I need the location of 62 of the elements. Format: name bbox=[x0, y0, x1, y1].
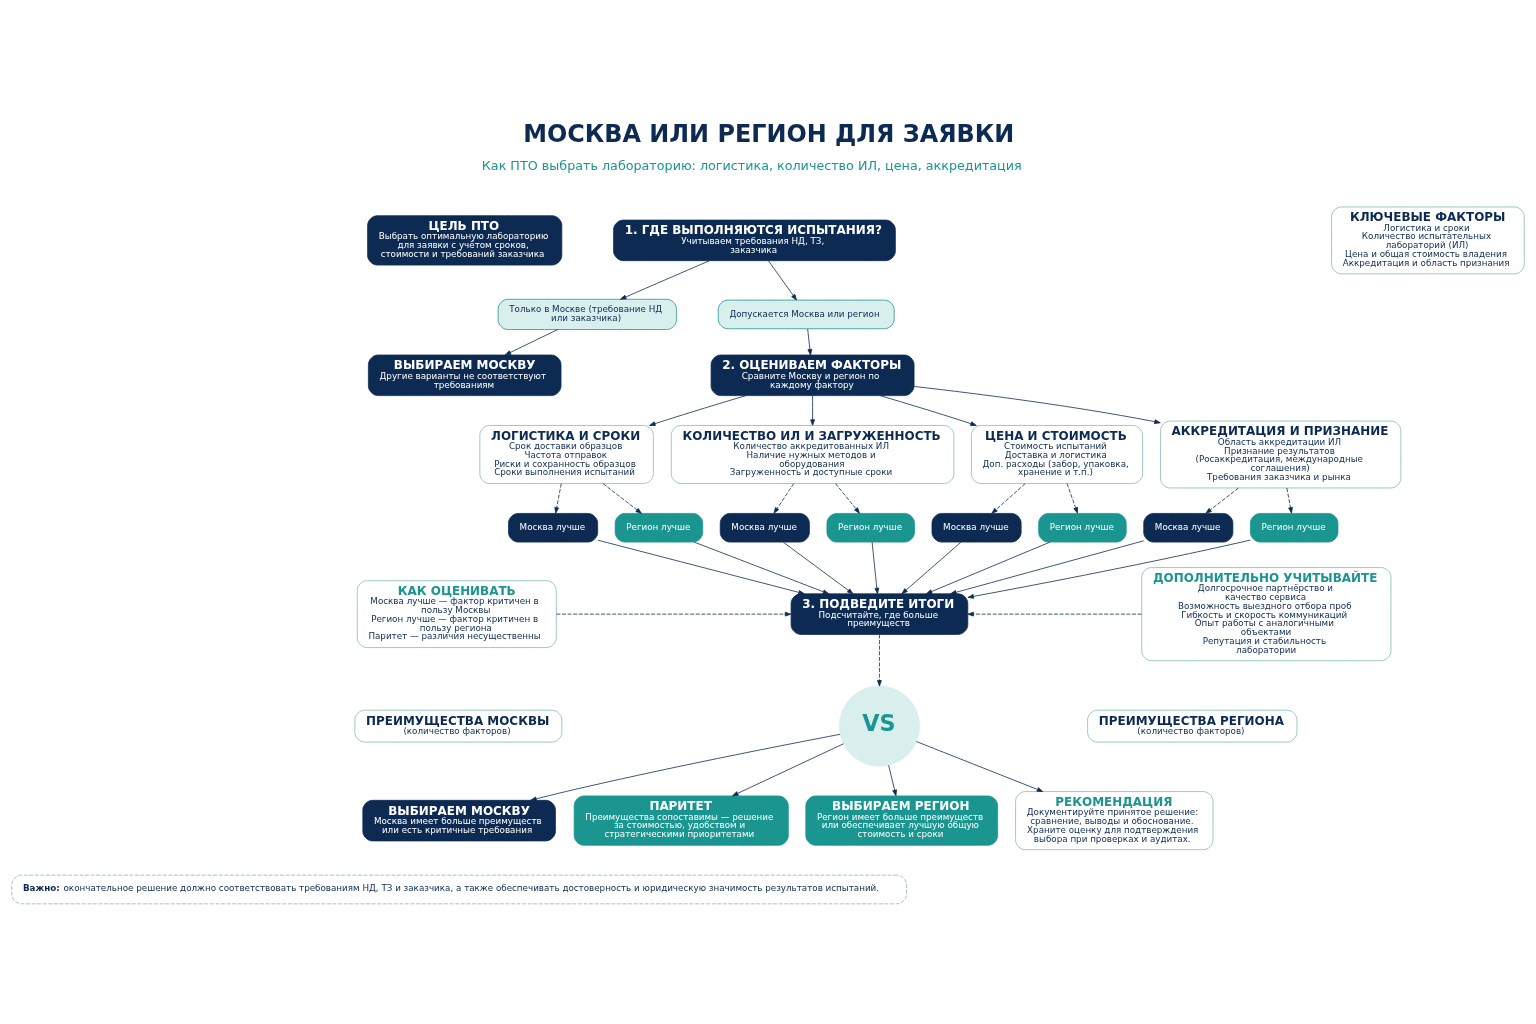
arrow bbox=[530, 733, 841, 802]
arrow bbox=[732, 743, 844, 797]
node-circle: VS bbox=[838, 685, 920, 767]
node-box: ВЫБИРАЕМ РЕГИОН Регион имеет больше преимуществ или обеспечивает лучшую общую стоимость и сроки bbox=[805, 795, 999, 846]
arrow bbox=[1205, 487, 1239, 514]
node-box: Москва лучше bbox=[719, 513, 810, 543]
arrow bbox=[913, 386, 1161, 424]
node-box: ВЫБИРАЕМ МОСКВУ Москва имеет больше преимуществ или есть критичные требования bbox=[362, 799, 556, 842]
node-box: Только в Москве (требование НД или заказчика) bbox=[497, 298, 677, 330]
node-box: 3. ПОДВЕДИТЕ ИТОГИ Подсчитайте, где больше преимуществ bbox=[790, 593, 969, 635]
arrow bbox=[693, 541, 830, 595]
node-box: 1. ГДЕ ВЫПОЛНЯЮТСЯ ИСПЫТАНИЯ? Учитываем требования НД, ТЗ, заказчика bbox=[613, 219, 896, 262]
node-box: Регион лучше bbox=[826, 513, 915, 543]
arrow bbox=[649, 395, 747, 426]
node-box: 2. ОЦЕНИВАЕМ ФАКТОРЫ Сравните Москву и регион по каждому фактору bbox=[710, 354, 915, 396]
node-box: Москва лучше bbox=[931, 513, 1022, 543]
arrow bbox=[879, 395, 977, 426]
arrow bbox=[602, 483, 642, 514]
arrow bbox=[773, 483, 795, 514]
arrow bbox=[597, 539, 805, 595]
node-box: Важно: окончательное решение должно соответствовать требованиям НД, ТЗ и заказчика, а также обеспечивать достоверность и юридическую значимость результатов испытаний. bbox=[11, 874, 907, 905]
arrow bbox=[916, 741, 1044, 792]
node-box: ПРЕИМУЩЕСТВА МОСКВЫ (количество факторов) bbox=[354, 709, 563, 743]
node-box: Москва лучше bbox=[1143, 513, 1234, 543]
diagram-title: МОСКВА ИЛИ РЕГИОН ДЛЯ ЗАЯВКИ bbox=[523, 119, 1015, 148]
arrow bbox=[967, 539, 1251, 599]
node-box: КОЛИЧЕСТВО ИЛ И ЗАГРУЖЕННОСТЬ Количество аккредитованных ИЛ Наличие нужных методов и оборудования Загруженность и доступные сроки bbox=[670, 425, 955, 484]
arrow bbox=[835, 483, 860, 514]
node-box: Допускается Москва или регион bbox=[717, 299, 895, 330]
node-box: Москва лучше bbox=[508, 513, 599, 543]
node-box: ВЫБИРАЕМ МОСКВУ Другие варианты не соответствуют требованиям bbox=[368, 354, 562, 396]
arrow bbox=[1066, 483, 1078, 514]
arrow bbox=[991, 483, 1026, 514]
node-box: АККРЕДИТАЦИЯ И ПРИЗНАНИЕ Область аккредитации ИЛ Признание результатов (Росаккредитация, международные соглашения) Требования заказчика и рынка bbox=[1160, 420, 1402, 489]
arrow bbox=[871, 541, 880, 595]
arrow bbox=[925, 541, 1051, 595]
arrow bbox=[901, 541, 962, 595]
arrow bbox=[888, 764, 897, 797]
arrow bbox=[810, 395, 815, 426]
node-box: ЦЕЛЬ ПТО Выбрать оптимальную лабораторию для заявки с учётом сроков, стоимости и требований заказчика bbox=[367, 215, 563, 266]
node-box: ПАРИТЕТ Преимущества сопоставимы — решение за стоимостью, удобством и стратегическими приоритетами bbox=[573, 795, 789, 846]
arrow bbox=[950, 540, 1145, 595]
node-box: Регион лучше bbox=[614, 513, 704, 543]
arrow bbox=[620, 260, 710, 300]
arrow bbox=[768, 260, 797, 301]
node-box: КАК ОЦЕНИВАТЬ Москва лучше — фактор критичен в пользу Москвы Регион лучше — фактор критичен в пользу региона Паритет — различия несущественны bbox=[356, 580, 557, 648]
node-box: ЛОГИСТИКА И СРОКИ Срок доставки образцов Частота отправок Риски и сохранность образцов Сроки выполнения испытаний bbox=[479, 425, 654, 484]
node-box: Регион лучше bbox=[1250, 513, 1339, 543]
arrow bbox=[967, 611, 1142, 617]
arrow bbox=[1286, 487, 1293, 514]
node-box: Регион лучше bbox=[1038, 513, 1127, 543]
arrow bbox=[554, 483, 562, 514]
node-box: ДОПОЛНИТЕЛЬНО УЧИТЫВАЙТЕ Долгосрочное партнёрство и качество сервиса Возможность выездного отбора проб Гибкость и скорость коммуникаций Опыт работы с аналогичными объектами Репутация и стабильность лаборатории bbox=[1141, 567, 1392, 662]
arrow bbox=[782, 541, 854, 595]
node-box: ПРЕИМУЩЕСТВА РЕГИОНА (количество факторов) bbox=[1087, 709, 1298, 743]
arrow bbox=[877, 634, 882, 687]
arrow bbox=[807, 328, 813, 356]
node-box: ЦЕНА И СТОИМОСТЬ Стоимость испытаний Доставка и логистика Доп. расходы (забор, упаковка, хранение и т.п.) bbox=[971, 425, 1143, 484]
node-box: РЕКОМЕНДАЦИЯ Документируйте принятое решение: сравнение, выводы и обоснование. Храните оценку для подтверждения выбора при проверках и аудитах. bbox=[1015, 791, 1214, 851]
node-box: КЛЮЧЕВЫЕ ФАКТОРЫ Логистика и сроки Количество испытательных лабораторий (ИЛ) Цена и общая стоимость владения Аккредитация и область признания bbox=[1331, 206, 1525, 275]
arrow bbox=[556, 611, 792, 617]
label: Как ПТО выбрать лабораторию: логистика, количество ИЛ, цена, аккредитация bbox=[481, 158, 1022, 174]
